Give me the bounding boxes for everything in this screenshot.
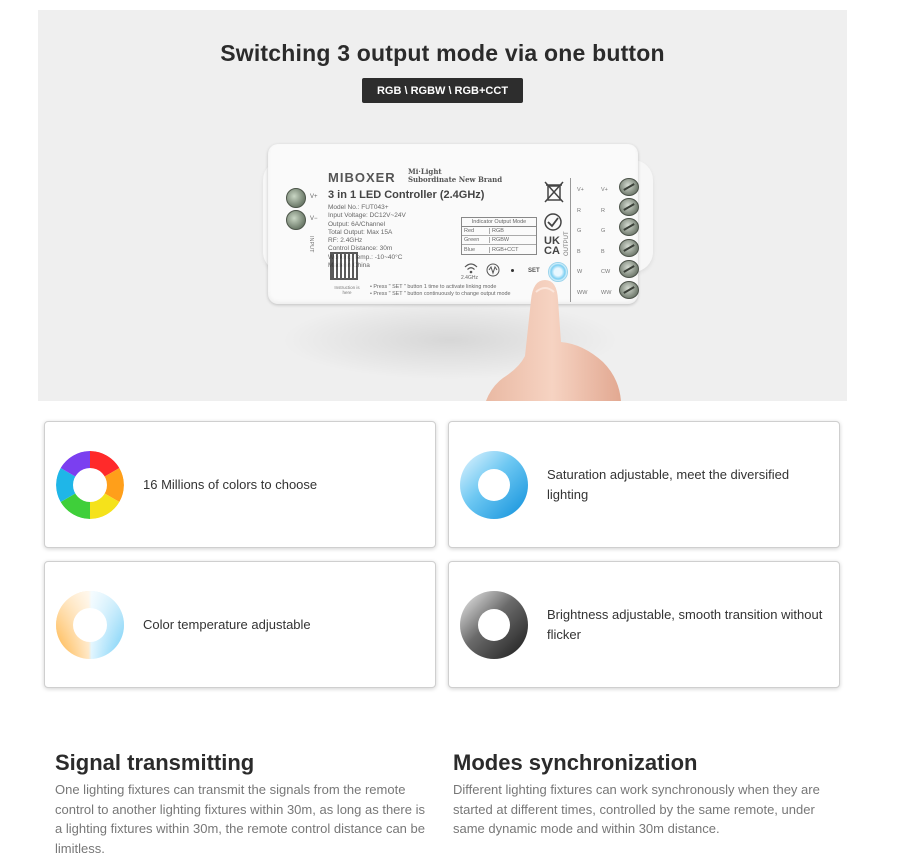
output-terminal-block: V+ R G B W WW V+ R G B CW WW bbox=[570, 178, 639, 303]
terminal-screw-icon bbox=[619, 218, 639, 236]
indicator-mode-table: Indicator Output Mode Red RGB Green RGBW… bbox=[461, 217, 537, 255]
hero-title: Switching 3 output mode via one button bbox=[220, 40, 665, 66]
indicator-led-icon bbox=[511, 269, 514, 272]
weee-bin-icon bbox=[544, 181, 564, 203]
terminal-label: CW bbox=[601, 269, 611, 275]
table-row: Blue RGB+CCT bbox=[462, 245, 536, 254]
input-plus-label: V+ bbox=[310, 194, 318, 200]
table-cell-mode: RGBW bbox=[492, 237, 510, 243]
terminal-label: V+ bbox=[577, 187, 584, 193]
table-row: Green RGBW bbox=[462, 236, 536, 245]
wifi-signal-icon bbox=[464, 263, 478, 274]
feature-card-colors: 16 Millions of colors to choose bbox=[44, 421, 436, 548]
spec-line: Output: 6A/Channel bbox=[328, 220, 386, 228]
saturation-ring-icon bbox=[460, 451, 528, 519]
device-notes: • Press " SET " button 1 time to activat… bbox=[370, 284, 510, 298]
spec-line: Model No.: FUT043+ bbox=[328, 204, 389, 211]
rf-label: 2.4GHz bbox=[461, 275, 478, 281]
note-line: • Press " SET " button continuously to c… bbox=[370, 291, 511, 298]
terminal-label: WW bbox=[601, 289, 612, 296]
terminal-label: B bbox=[601, 248, 605, 255]
terminal-label: V+ bbox=[601, 187, 608, 193]
terminal-screw-icon bbox=[619, 178, 639, 196]
device-brand-sub: Mi·Light Subordinate New Brand bbox=[408, 168, 502, 184]
terminal-screw-icon bbox=[619, 198, 639, 216]
feature-text: Brightness adjustable, smooth transition… bbox=[547, 606, 823, 642]
device-brand: MIBOXER bbox=[328, 170, 396, 185]
brightness-ring-icon bbox=[460, 591, 528, 659]
input-terminal-minus-icon bbox=[286, 210, 306, 230]
spec-line: Input Voltage: DC12V~24V bbox=[328, 212, 406, 220]
table-cell-color: Green bbox=[462, 237, 490, 243]
output-label: OUTPUT bbox=[564, 231, 570, 256]
input-minus-label: V− bbox=[310, 216, 318, 222]
input-side-label: INPUT bbox=[308, 236, 314, 253]
ukca-mark: UK CA bbox=[544, 235, 560, 257]
qr-label: Instruction is here bbox=[334, 285, 360, 295]
note-line: • Press " SET " button 1 time to activat… bbox=[370, 284, 497, 290]
ukca-line2: CA bbox=[544, 245, 560, 257]
section-body-signal: One lighting fixtures can transmit the s… bbox=[55, 782, 425, 856]
device-name: 3 in 1 LED Controller (2.4GHz) bbox=[328, 189, 485, 201]
ukca-line1: UK bbox=[544, 235, 560, 247]
terminal-screw-icon bbox=[619, 239, 639, 257]
device-brand-sub-line1: Mi·Light bbox=[408, 167, 442, 176]
table-cell-mode: RGB bbox=[492, 228, 504, 234]
feature-card-saturation: Saturation adjustable, meet the diversif… bbox=[448, 421, 840, 548]
spec-line: Total Output: Max 15A bbox=[328, 228, 393, 236]
table-cell-mode: RGB+CCT bbox=[492, 246, 519, 253]
set-button[interactable] bbox=[548, 262, 568, 282]
terminal-labels-right: V+ R G B CW WW bbox=[601, 180, 611, 303]
feature-text: 16 Millions of colors to choose bbox=[143, 476, 318, 492]
spec-line: Control Distance: 30m bbox=[328, 245, 393, 253]
spec-line: RF: 2.4GHz bbox=[328, 237, 363, 245]
terminal-screw-icon bbox=[619, 281, 639, 299]
pressing-finger-image bbox=[486, 280, 621, 401]
sync-wave-icon bbox=[486, 263, 500, 277]
terminal-label: G bbox=[601, 228, 606, 234]
terminal-label: B bbox=[577, 248, 581, 255]
feature-card-brightness: Brightness adjustable, smooth transition… bbox=[448, 561, 840, 688]
mode-table-header: Indicator Output Mode bbox=[462, 218, 536, 227]
feature-text: Saturation adjustable, meet the diversif… bbox=[547, 466, 790, 502]
section-body-sync: Different lighting fixtures can work syn… bbox=[453, 782, 820, 836]
color-wheel-icon bbox=[56, 451, 124, 519]
section-title-signal: Signal transmitting bbox=[55, 750, 255, 775]
table-row: Red RGB bbox=[462, 227, 536, 236]
color-temperature-ring-icon bbox=[56, 591, 124, 659]
section-title-sync: Modes synchronization bbox=[453, 750, 698, 775]
terminal-label: W bbox=[577, 269, 583, 275]
table-cell-color: Blue bbox=[462, 246, 490, 253]
terminal-label: R bbox=[577, 207, 581, 214]
mode-badge: RGB \ RGBW \ RGB+CCT bbox=[362, 78, 523, 103]
qr-code-icon bbox=[330, 252, 358, 280]
terminal-label: WW bbox=[577, 289, 588, 296]
feature-text: Color temperature adjustable bbox=[143, 616, 311, 632]
terminal-labels-left: V+ R G B W WW bbox=[577, 180, 587, 303]
table-cell-color: Red bbox=[462, 228, 490, 234]
terminal-label: G bbox=[577, 228, 582, 234]
spec-line: Working Temp.: -10~40°C bbox=[328, 253, 403, 261]
input-terminal-plus-icon bbox=[286, 188, 306, 208]
hero-banner: Switching 3 output mode via one button R… bbox=[38, 10, 847, 401]
led-controller-device: MIBOXER Mi·Light Subordinate New Brand 3… bbox=[268, 144, 639, 304]
feature-card-color-temperature: Color temperature adjustable bbox=[44, 561, 436, 688]
set-label: SET bbox=[528, 268, 540, 274]
terminal-screw-icon bbox=[619, 260, 639, 278]
terminal-label: R bbox=[601, 207, 605, 214]
check-mark-cert-icon bbox=[544, 213, 562, 231]
device-brand-sub-line2: Subordinate New Brand bbox=[408, 175, 503, 184]
